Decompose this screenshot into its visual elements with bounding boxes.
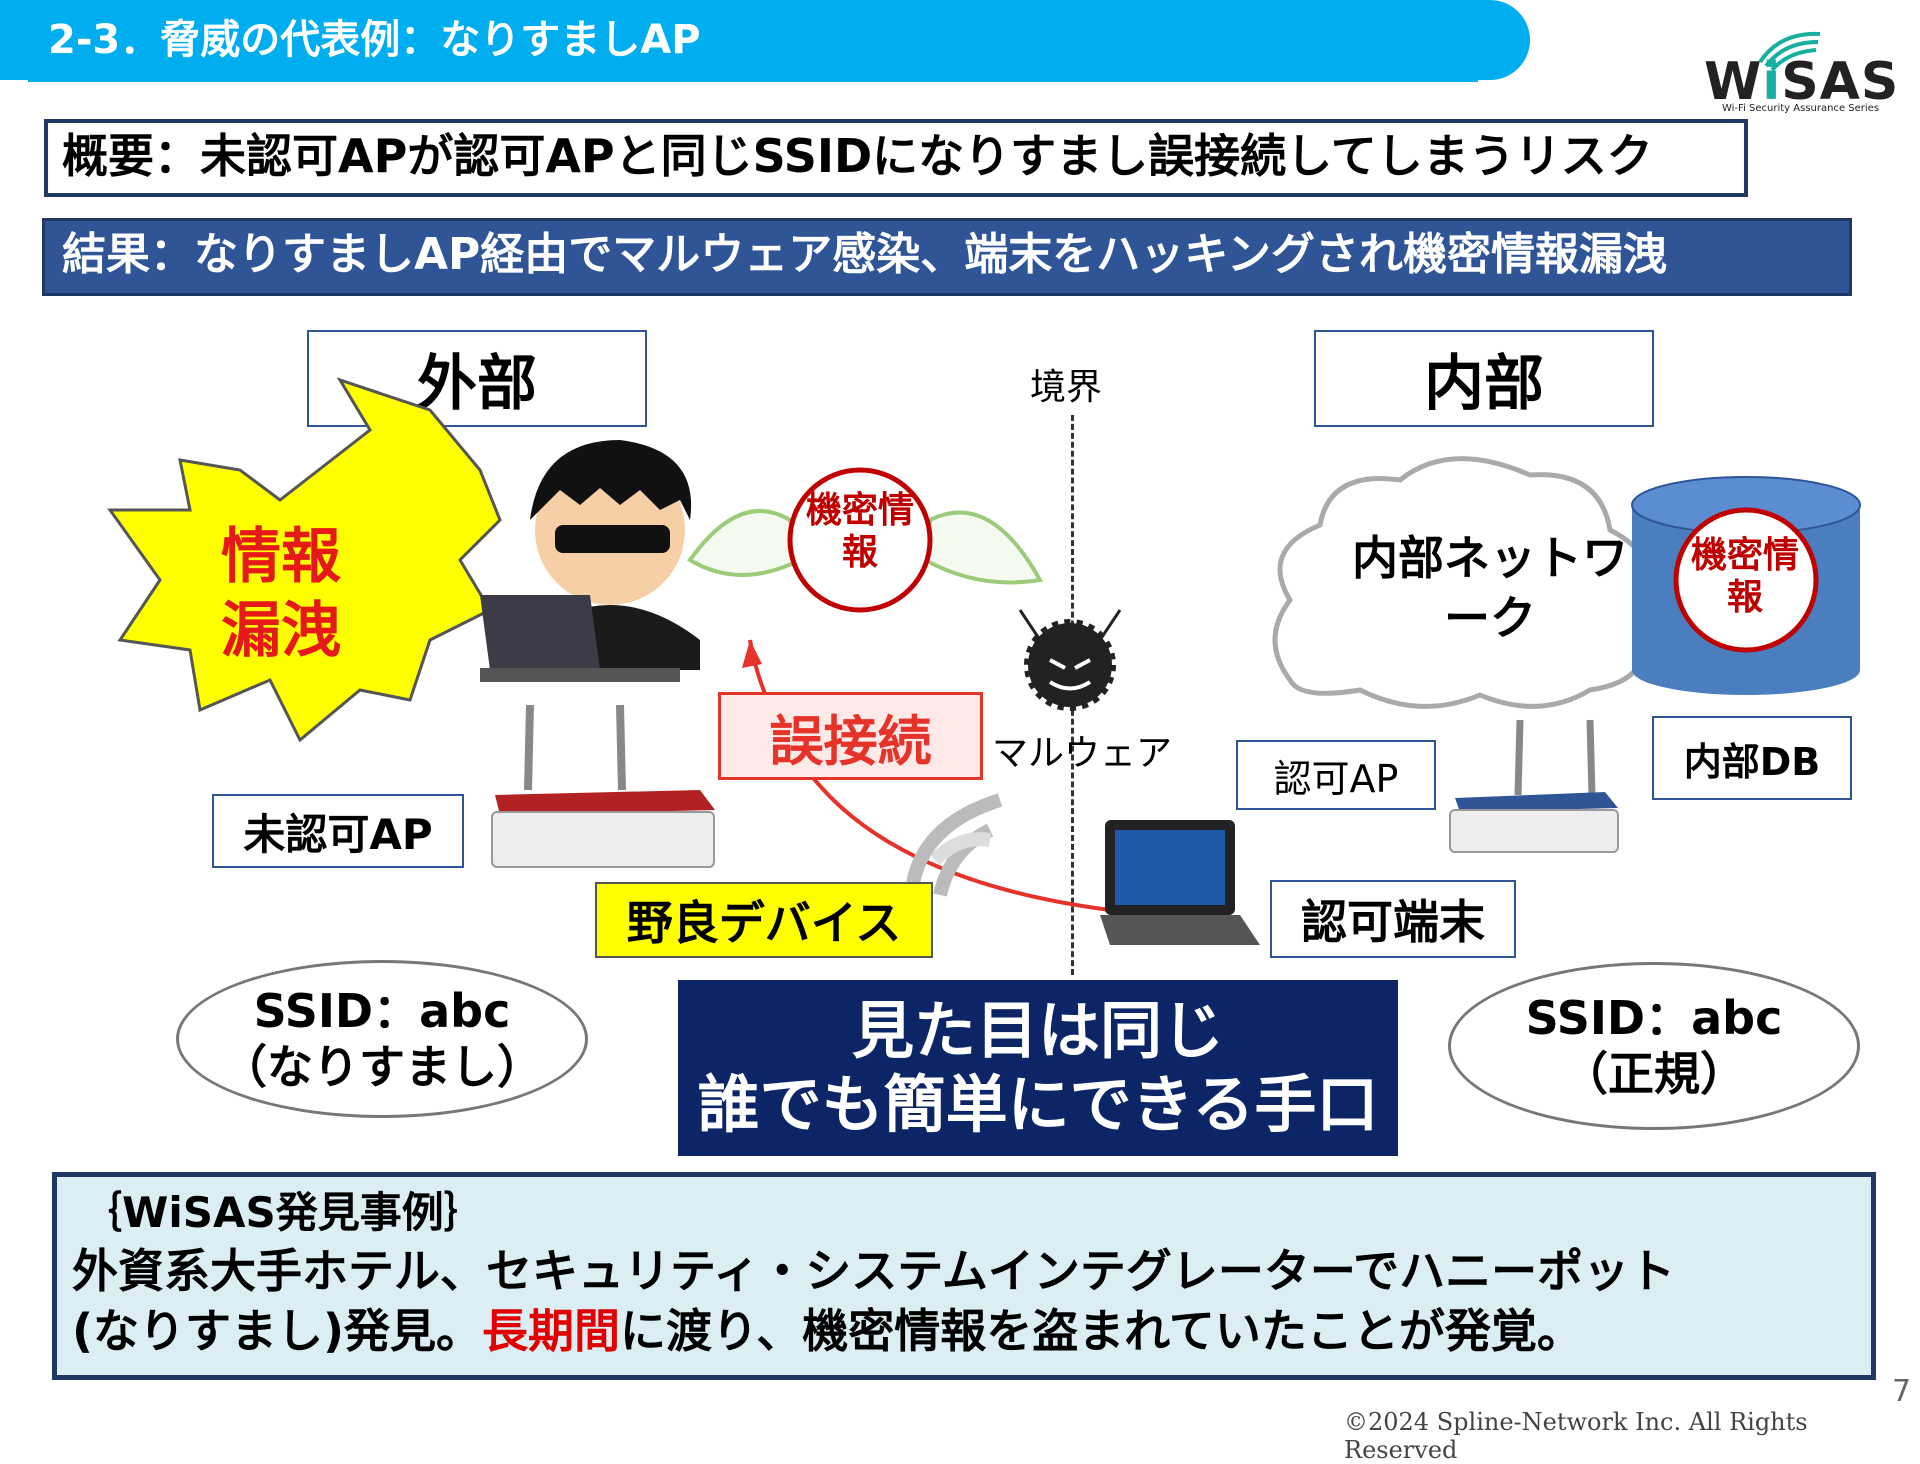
case-study-line1: 外資系大手ホテル、セキュリティ・システムインテグレーターでハニーポット <box>72 1244 1676 1298</box>
case-study-line2: (なりすまし)発見。長期間に渡り、機密情報を盗まれていたことが発覚。 <box>72 1302 1583 1360</box>
database-icon <box>1631 476 1861 695</box>
info-leak-text: 情報漏洩 <box>221 522 341 666</box>
secret-info-wing-text: 機密情報 <box>805 490 914 573</box>
page-title: 2-3．脅威の代表例：なりすましAP <box>48 17 701 63</box>
page-number: 7 <box>1892 1374 1912 1409</box>
title-bar <box>0 0 1530 80</box>
ssid-fake-line2: （なりすまし） <box>221 1040 543 1094</box>
result-box <box>42 218 1852 296</box>
inside-label: 内部 <box>1314 330 1654 427</box>
secret-info-db-text: 機密情報 <box>1690 535 1799 618</box>
laptop-icon <box>1100 820 1260 945</box>
case-study-box <box>52 1172 1876 1380</box>
malware-label: マルウェア <box>992 733 1173 774</box>
wisas-logo-waves-icon <box>1758 31 1821 72</box>
ssid-legit-line2: （正規） <box>1562 1047 1746 1101</box>
ssid-legit-ellipse: SSID：abc （正規） <box>1448 962 1860 1130</box>
callout-box: 見た目は同じ 誰でも簡単にできる手口 <box>678 980 1398 1156</box>
ssid-legit-line1: SSID：abc <box>1525 991 1783 1045</box>
internal-network-text: 内部ネットワーク <box>1352 531 1628 645</box>
result-text: 結果：なりすましAP経由でマルウェア感染、端末をハッキングされ機密情報漏洩 <box>62 229 1667 280</box>
auth-router-icon <box>1449 719 1619 853</box>
wifi-signal-icon <box>905 793 1003 897</box>
unauth-router-icon <box>491 704 715 868</box>
summary-box <box>44 119 1748 197</box>
boundary-label: 境界 <box>1030 367 1103 408</box>
title-underline <box>28 78 1478 82</box>
cloud-icon <box>1272 456 1653 709</box>
auth-ap-label: 認可AP <box>1236 740 1436 810</box>
logo-tagline: Wi-Fi Security Assurance Series <box>1722 103 1880 114</box>
rogue-device-label: 野良デバイス <box>595 882 933 958</box>
logo-wordmark: WiSAS <box>1704 52 1900 112</box>
callout-line2: 誰でも簡単にできる手口 <box>697 1068 1379 1141</box>
flying-secret-icon <box>687 467 1044 613</box>
copyright: ©2024 Spline-Network Inc. All Rights Res… <box>1344 1408 1808 1464</box>
misconnect-arrow <box>748 639 1111 912</box>
auth-terminal-label: 認可端末 <box>1270 880 1516 958</box>
ssid-fake-line1: SSID：abc <box>253 984 511 1038</box>
internal-db-label: 内部DB <box>1652 716 1852 800</box>
ssid-fake-ellipse: SSID：abc （なりすまし） <box>176 960 588 1118</box>
hacker-icon <box>480 440 700 682</box>
explosion-icon <box>107 377 502 743</box>
case-study-line2-post: に渡り、機密情報を盗まれていたことが発覚。 <box>620 1304 1583 1358</box>
malware-icon <box>1018 609 1122 711</box>
case-study-line2-pre: (なりすまし)発見。 <box>72 1304 483 1358</box>
case-study-highlight: 長期間 <box>482 1304 621 1358</box>
callout-line1: 見た目は同じ <box>851 994 1224 1067</box>
case-study-title: ｛WiSAS発見事例｝ <box>80 1188 486 1237</box>
summary-text: 概要：未認可APが認可APと同じSSIDになりすまし誤接続してしまうリスク <box>62 129 1653 183</box>
misconnect-label: 誤接続 <box>718 692 983 780</box>
unauth-ap-label: 未認可AP <box>212 794 464 868</box>
